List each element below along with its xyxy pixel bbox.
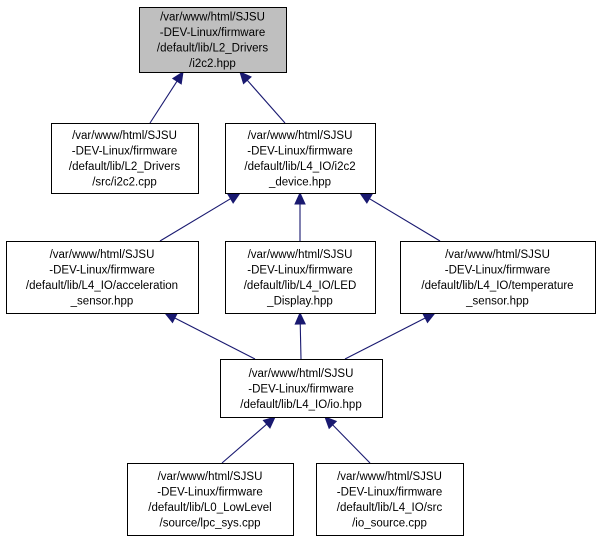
node-io_hpp[interactable]: /var/www/html/SJSU -DEV-Linux/firmware/de… [220,359,383,418]
node-label-line: -DEV-Linux/firmware [157,487,262,499]
node-label-line: /var/www/html/SJSU [160,12,265,24]
node-label-line: -DEV-Linux/firmware [160,27,265,39]
nodes-layer: /var/www/html/SJSU -DEV-Linux/firmware/de… [6,7,596,536]
node-box [225,123,376,194]
node-label-line: -DEV-Linux/firmware [248,383,353,395]
node-label-line: /default/lib/L4_IO/temperature [421,280,573,292]
node-label-line: /var/www/html/SJSU [337,471,442,483]
node-label-line: /default/lib/L4_IO/src [337,502,443,514]
edge-line [246,79,286,124]
node-i2c2_cpp[interactable]: /var/www/html/SJSU -DEV-Linux/firmware/de… [51,123,199,194]
arrowhead-icon [294,311,307,325]
arrowhead-icon [324,416,338,430]
node-label-line: /source/lpc_sys.cpp [160,518,261,530]
edge-line [159,198,231,242]
node-label-line: /default/lib/L2_Drivers [69,161,180,173]
edge-acceleration_sensor_hpp-to-i2c2_device_hpp [159,192,242,242]
edge-line [149,80,178,124]
node-label-line: /var/www/html/SJSU [248,249,353,261]
arrowhead-icon [262,416,276,429]
edge-io_hpp-to-temperature_sensor_hpp [344,312,437,360]
edge-i2c2_device_hpp-to-i2c2_hpp [239,71,286,124]
arrowhead-icon [422,312,437,324]
arrowhead-icon [163,312,178,324]
edge-line [174,317,256,360]
node-label-line: /i2c2.hpp [189,58,236,70]
node-label-line: /default/lib/L0_LowLevel [148,502,271,514]
edge-io_hpp-to-acceleration_sensor_hpp [163,312,256,360]
arrowhead-icon [227,192,242,204]
edge-line [344,317,426,360]
node-label-line: /src/i2c2.cpp [92,177,157,189]
edge-line [299,323,302,360]
node-label-line: /default/lib/L4_IO/LED [244,280,357,292]
node-led_display_hpp[interactable]: /var/www/html/SJSU -DEV-Linux/firmware/de… [225,241,376,314]
node-label-line: -DEV-Linux/firmware [445,265,550,277]
node-label-line: /io_source.cpp [352,518,427,530]
node-label-line: /var/www/html/SJSU [50,249,155,261]
node-box [316,463,464,536]
edge-i2c2_cpp-to-i2c2_hpp [149,70,184,124]
edges-layer [149,70,441,464]
node-io_source_cpp[interactable]: /var/www/html/SJSU -DEV-Linux/firmware/de… [316,463,464,536]
node-label-line: -DEV-Linux/firmware [72,146,177,158]
arrowhead-icon [358,192,373,204]
node-lpc_sys_cpp[interactable]: /var/www/html/SJSU -DEV-Linux/firmware/de… [127,463,294,536]
node-box [139,7,287,73]
node-label-line: -DEV-Linux/firmware [247,265,352,277]
node-label-line: -DEV-Linux/firmware [49,265,154,277]
edge-lpc_sys_cpp-to-io_hpp [221,416,276,464]
arrowhead-icon [171,70,184,85]
node-box [6,241,199,314]
node-label-line: -DEV-Linux/firmware [247,146,352,158]
node-label-line: /var/www/html/SJSU [249,368,354,380]
node-acceleration_sensor_hpp[interactable]: /var/www/html/SJSU -DEV-Linux/firmware/de… [6,241,199,314]
arrowhead-icon [239,71,252,85]
arrowhead-icon [294,191,306,205]
node-temperature_sensor_hpp[interactable]: /var/www/html/SJSU -DEV-Linux/firmware/de… [400,241,596,314]
edge-led_display_hpp-to-i2c2_device_hpp [294,191,306,241]
edge-io_source_cpp-to-io_hpp [324,416,371,464]
node-label-line: /var/www/html/SJSU [72,130,177,142]
node-box [400,241,596,314]
edge-line [221,423,268,464]
node-label-line: /var/www/html/SJSU [248,130,353,142]
node-label-line: _sensor.hpp [70,296,134,308]
node-label-line: _sensor.hpp [465,296,529,308]
edge-line [369,198,441,242]
node-box [220,359,383,418]
node-label-line: /default/lib/L4_IO/io.hpp [240,399,361,411]
node-label-line: _Display.hpp [266,296,333,308]
edge-line [332,424,371,464]
node-label-line: /default/lib/L4_IO/i2c2 [244,161,355,173]
edge-io_hpp-to-led_display_hpp [294,311,307,360]
node-label-line: /default/lib/L4_IO/acceleration [26,280,178,292]
node-box [51,123,199,194]
node-box [225,241,376,314]
node-label-line: -DEV-Linux/firmware [337,487,442,499]
node-label-line: _device.hpp [268,177,331,189]
node-i2c2_hpp: /var/www/html/SJSU -DEV-Linux/firmware/de… [139,7,287,73]
node-box [127,463,294,536]
node-i2c2_device_hpp[interactable]: /var/www/html/SJSU -DEV-Linux/firmware/de… [225,123,376,194]
edge-temperature_sensor_hpp-to-i2c2_device_hpp [358,192,441,242]
node-label-line: /var/www/html/SJSU [445,249,550,261]
node-label-line: /var/www/html/SJSU [158,471,263,483]
node-label-line: /default/lib/L2_Drivers [157,43,268,55]
